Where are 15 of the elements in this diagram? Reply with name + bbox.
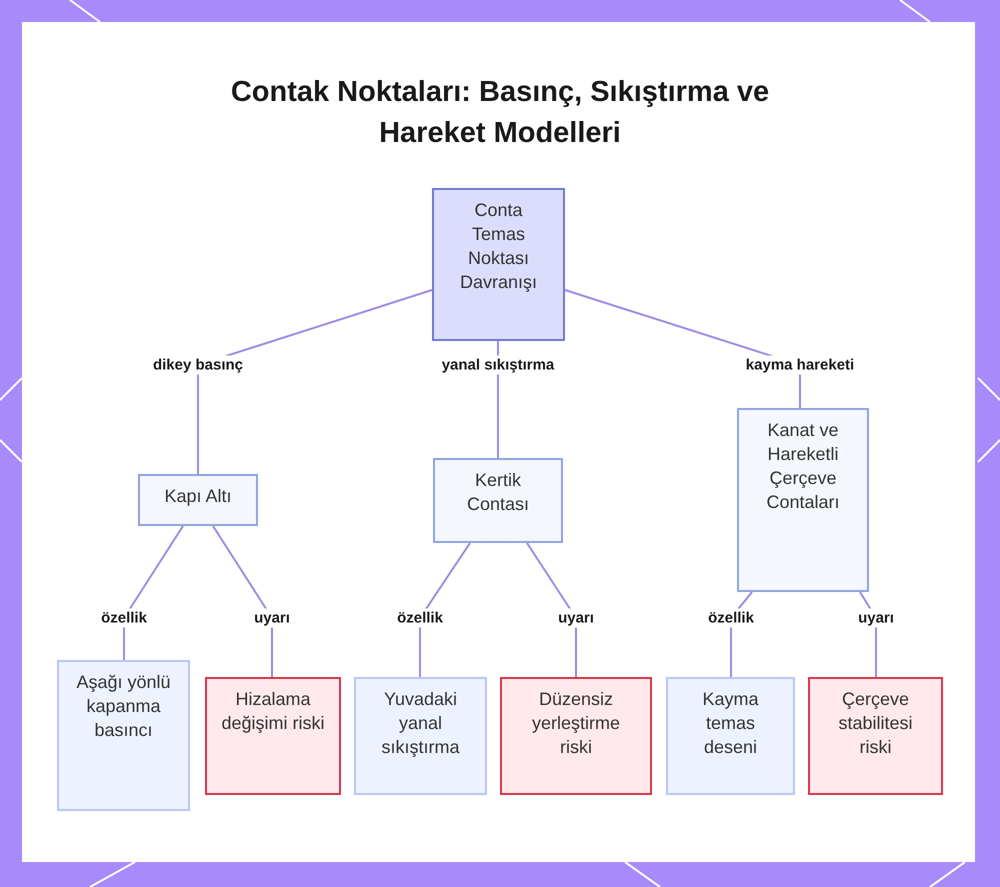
- diagram-title: Contak Noktaları: Basınç, Sıkıştırma ve Hareket Modelleri: [230, 75, 770, 151]
- category-box: Kanat ve Hareketli Çerçeve Contaları: [737, 408, 869, 592]
- edge-label: yanal sıkıştırma: [438, 356, 558, 374]
- category-box: Kapı Altı: [138, 474, 258, 526]
- connector-line: [212, 525, 273, 677]
- root-box: Conta Temas Noktası Davranışı: [432, 188, 565, 341]
- feature-box: Kayma temas deseni: [666, 677, 795, 795]
- warning-box: Çerçeve stabilitesi riski: [808, 677, 943, 795]
- warning-box: Hizalama değişimi riski: [205, 677, 341, 795]
- connector-line: [197, 289, 432, 474]
- connector-line: [123, 525, 184, 660]
- category-box: Kertik Contası: [433, 458, 563, 543]
- feature-box: Aşağı yönlü kapanma basıncı: [57, 660, 190, 811]
- warning-box: Düzensiz yerleştirme riski: [500, 677, 652, 795]
- feature-box: Yuvadaki yanal sıkıştırma: [354, 677, 487, 795]
